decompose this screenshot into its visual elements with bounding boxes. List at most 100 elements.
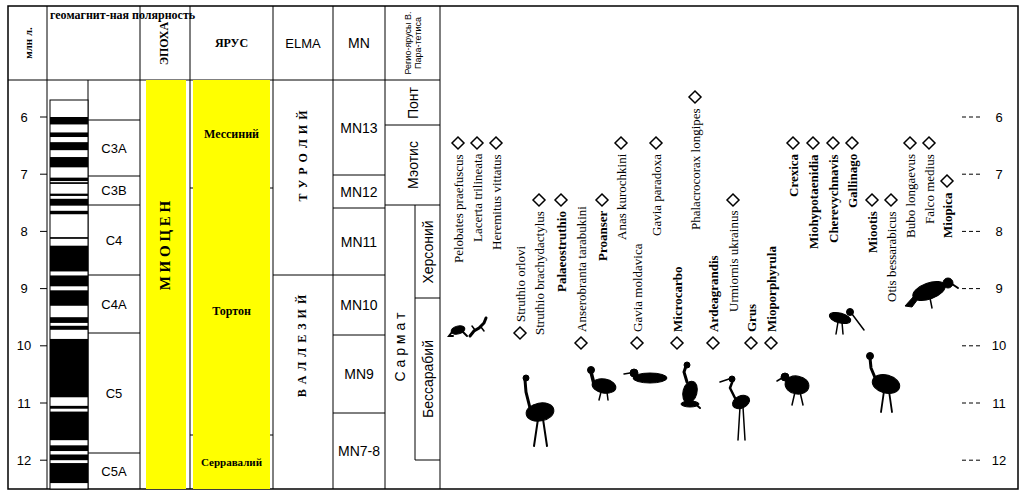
stratigraphic-unit: C4A [101,297,126,312]
taxon-name: Miopica [940,193,955,239]
table-cell: геомагнит-ная полярность [50,8,138,78]
table-cell: MN13 [333,80,385,175]
grid-line [88,120,140,121]
ostrich-silhouette [525,380,530,408]
age-tick: 8 [995,224,1002,239]
grid-line [40,174,47,175]
sandpiper-silhouette [852,314,864,330]
grid-line [40,117,47,118]
normal-polarity [50,182,88,184]
grid-line [415,205,416,460]
taxon-name: Pelobates praefuscus [451,154,466,263]
goose-silhouette [588,367,595,374]
sandpiper-silhouette [836,322,838,334]
grid-line [88,205,140,206]
heron-silhouette [743,407,745,440]
grid-line [88,275,140,276]
grid-line [415,460,440,461]
scale-dash [962,460,980,461]
range-diamond [514,327,526,339]
stratigraphic-unit: Понт [405,87,421,119]
grid-line [40,460,47,461]
taxon-name: Crexica [786,154,801,197]
scale-dash [962,117,980,118]
range-diamond [707,337,719,349]
heron-silhouette [720,379,729,382]
normal-polarity [50,246,88,272]
stratigraphic-unit: C4 [106,233,123,248]
lizard-silhouette [472,326,475,330]
frog-silhouette [463,332,467,336]
table-cell: 9 [984,281,1014,297]
normal-polarity [50,211,88,214]
scale-dash [962,288,980,289]
range-diamond [866,194,878,206]
stratigraphic-unit: C5A [101,464,126,479]
taxon-name: Heremitus vittatus [489,154,504,250]
rail-silhouette [800,392,803,405]
epoch-band: М И О Ц Е Н [146,80,186,489]
scale-dash [962,174,980,175]
crow-silhouette [930,298,932,308]
cormorant-silhouette [684,362,690,368]
stage-band: Тортон [193,188,270,435]
grid-line [333,335,385,336]
table-cell: С а р м а т [385,205,415,489]
range-diamond [650,137,662,149]
age-tick: 10 [992,338,1006,353]
grid-line [273,6,274,489]
stratigraphic-unit: С а р м а т [392,313,408,382]
table-cell: C3B [88,176,140,205]
table-cell: MN12 [333,175,385,208]
bustard-silhouette [867,353,874,360]
stage-band: Мессиний [193,80,270,188]
table-cell: 12 [984,452,1014,468]
column-header: ЭПОХА [157,21,172,64]
taxon-name: Anserobranta tarabukini [574,206,589,332]
rail-silhouette [781,373,789,381]
taxon-name: Otis bessarabicus [884,211,899,302]
taxon-name: Microcarbo [670,267,685,332]
column-header: ЯРУС [215,36,248,51]
stratigraphic-unit: MN12 [340,184,377,200]
range-diamond [787,137,799,149]
table-cell: Херсоний [415,205,440,298]
heron-silhouette [729,376,735,382]
grid-line [385,125,440,126]
grid-line [440,6,441,489]
stratigraphic-unit: Т У Р О Л И Й [296,109,311,201]
taxon-name: Gavia moldavica [630,244,645,332]
grid-line [40,231,47,232]
stage-name: Мессиний [204,127,259,142]
age-tick: 6 [20,110,27,125]
cormorant-silhouette [681,401,699,407]
table-cell: ELMA [273,6,333,80]
table-cell: ЯРУС [190,6,273,80]
range-diamond [631,337,643,349]
table-cell: C3A [88,120,140,176]
range-diamond [689,91,701,103]
grid-line [40,288,47,289]
table-cell: MN10 [333,275,385,335]
normal-polarity [50,454,88,460]
range-diamond [615,137,627,149]
range-diamond [941,175,953,187]
scale-dash [962,231,980,232]
ostrich-silhouette [523,375,529,381]
age-tick: 8 [20,224,27,239]
frame [8,6,1018,489]
taxon-name: Miohypotaenidia [806,154,821,249]
range-diamond [885,194,897,206]
table-cell: млн л. [8,6,47,80]
table-cell: 9 [10,281,38,297]
stratigraphic-unit: Бессарабий [420,340,436,418]
grid-lines [8,6,440,489]
table-cell: 10 [10,338,38,354]
age-tick: 11 [17,396,31,411]
taxon-name: Struthio orlovi [513,246,528,322]
age-tick: 7 [20,167,27,182]
range-diamond [575,337,587,349]
range-diamond [471,137,483,149]
normal-polarity [50,412,88,441]
column-header: MN [348,35,370,51]
